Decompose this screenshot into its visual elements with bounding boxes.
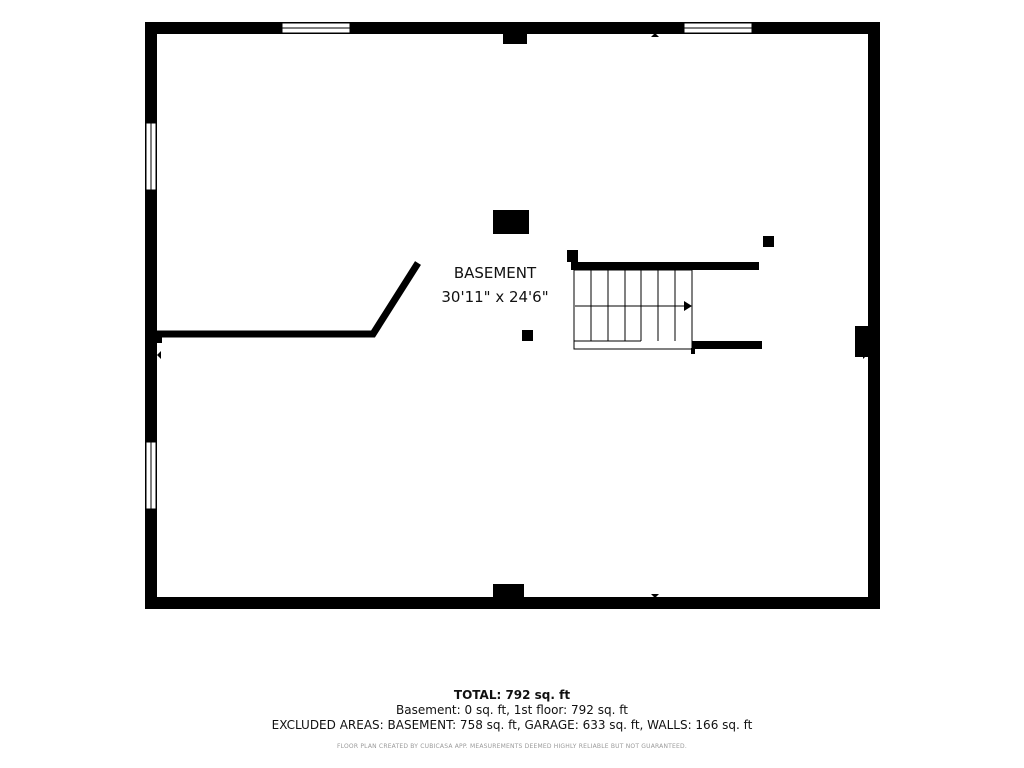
- post-small-center: [522, 330, 533, 341]
- excluded-areas: EXCLUDED AREAS: BASEMENT: 758 sq. ft, GA…: [271, 718, 753, 732]
- room-name: BASEMENT: [454, 264, 537, 282]
- right-wall-column: [855, 326, 868, 357]
- wall-top: [145, 22, 880, 34]
- top-wall-column: [503, 33, 527, 44]
- marker-left: [157, 351, 161, 359]
- wall-right: [868, 22, 880, 609]
- window-left-lower: [145, 441, 157, 510]
- fixtures: [157, 33, 868, 598]
- total-area: TOTAL: 792 sq. ft: [453, 688, 571, 702]
- bottom-wall-column: [493, 584, 524, 598]
- stair-wall-bottom: [641, 341, 762, 349]
- left-wall-nub: [157, 337, 162, 343]
- room-dimensions: 30'11" x 24'6": [441, 288, 548, 306]
- window-top-left: [281, 22, 351, 34]
- outer-walls: [145, 22, 880, 609]
- stair-post-bottom: [691, 348, 695, 354]
- stair-wall-top: [571, 262, 759, 270]
- window-top-right: [683, 22, 753, 34]
- post-right-upper: [763, 236, 774, 247]
- stair-direction-arrow: [684, 301, 692, 311]
- wall-markers: [157, 33, 867, 598]
- center-column: [493, 210, 529, 234]
- stair-treads: [575, 270, 684, 341]
- staircase: [571, 262, 762, 354]
- windows: [145, 22, 753, 510]
- floor-breakdown: Basement: 0 sq. ft, 1st floor: 792 sq. f…: [396, 703, 628, 717]
- marker-top: [651, 33, 659, 37]
- post-stair-corner: [567, 250, 578, 262]
- wall-bottom: [145, 597, 880, 609]
- interior-partition-wall: [157, 261, 421, 338]
- wall-left: [145, 22, 157, 609]
- marker-right: [863, 351, 867, 359]
- window-left-upper: [145, 122, 157, 191]
- stair-outline: [573, 269, 693, 350]
- disclaimer: FLOOR PLAN CREATED BY CUBICASA APP. MEAS…: [337, 743, 687, 750]
- marker-bottom: [651, 594, 659, 598]
- floor-plan: BASEMENT 30'11" x 24'6": [145, 22, 880, 609]
